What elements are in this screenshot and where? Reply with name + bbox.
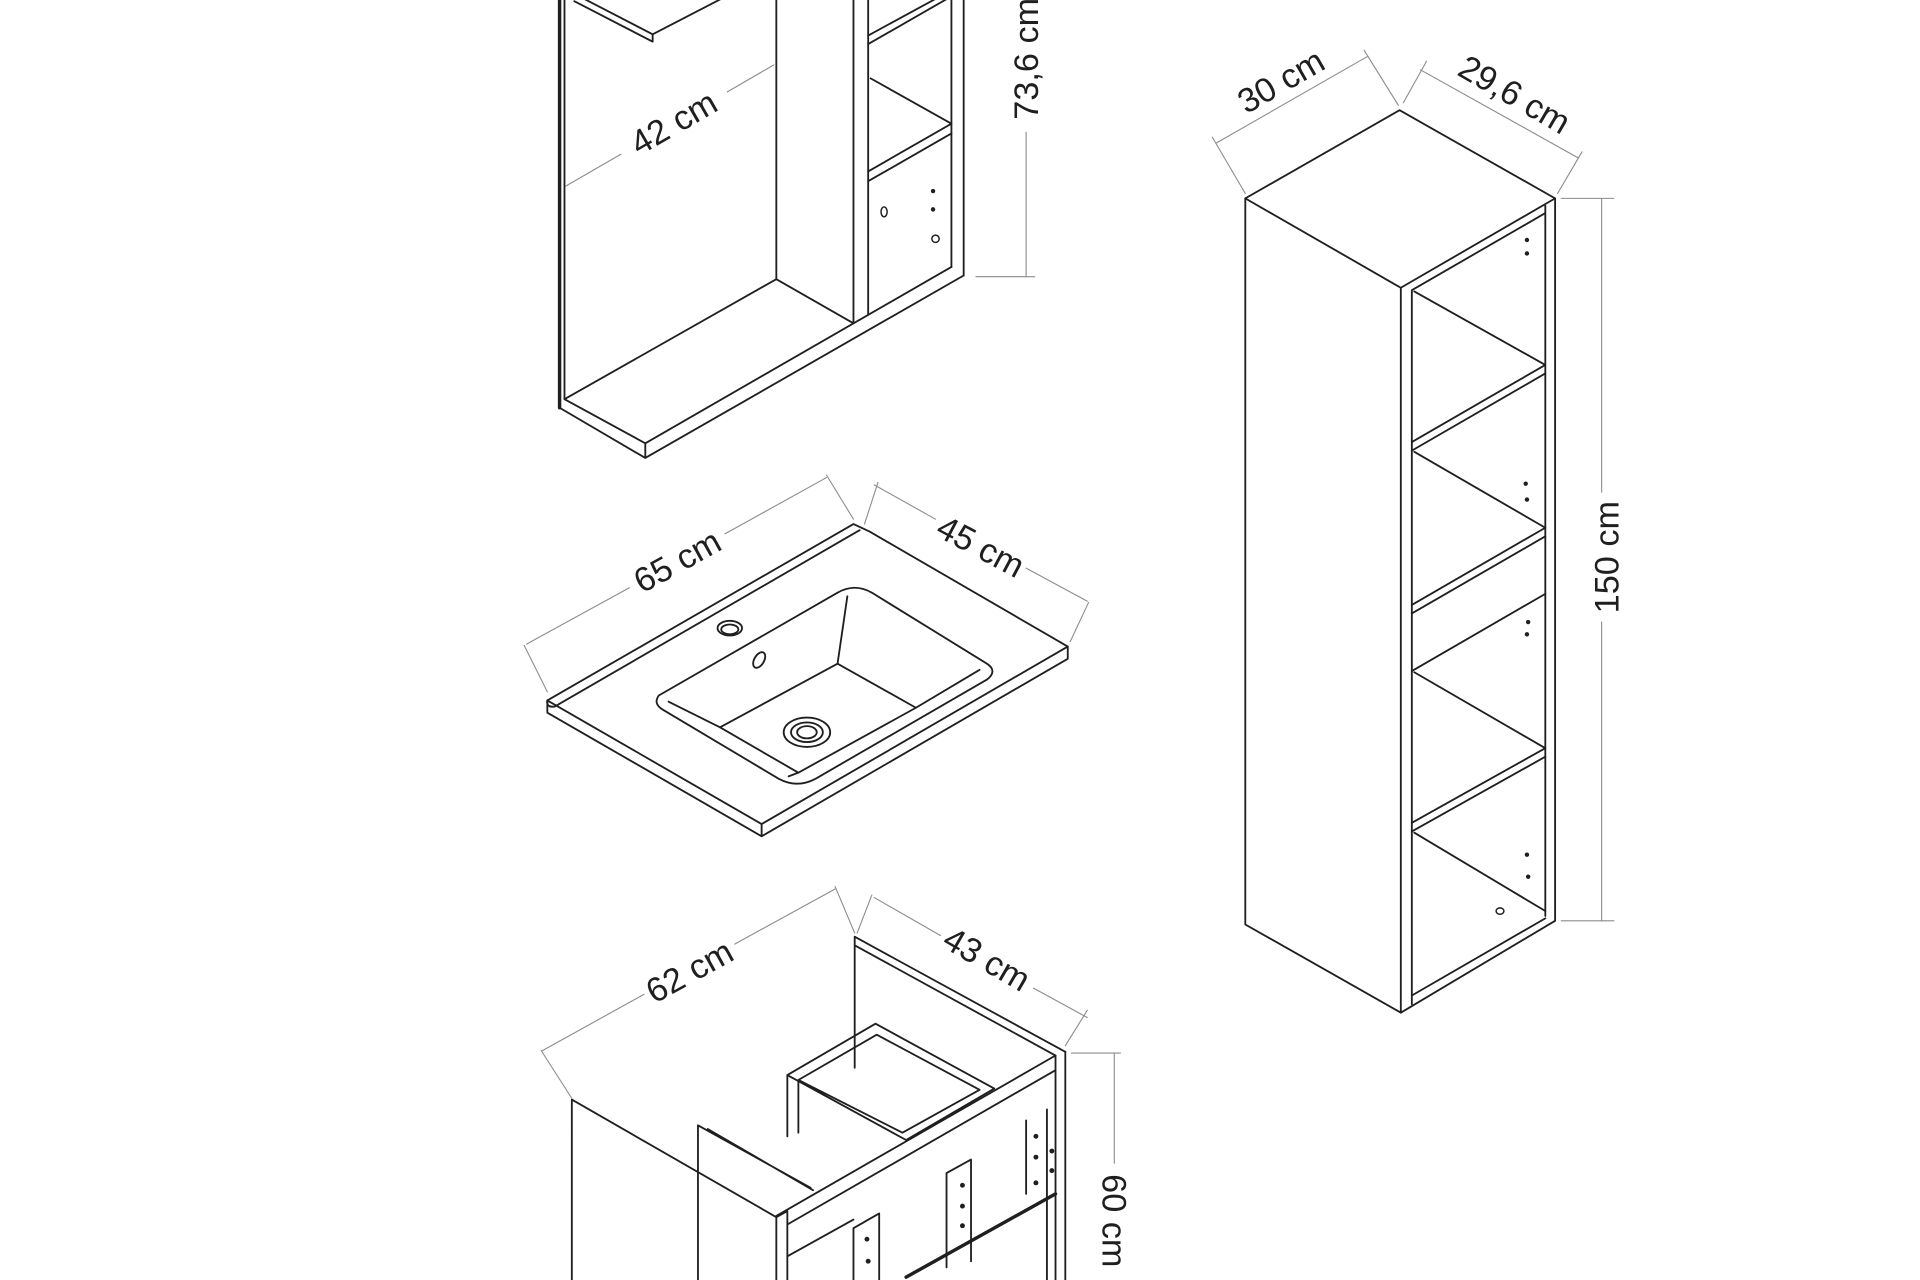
tall-cabinet-depth-label: 29,6 cm xyxy=(1452,48,1577,142)
vanity-support-post-right xyxy=(945,1158,972,1269)
pin-hole xyxy=(865,1258,871,1264)
tall-cabinet-height-label: 150 cm xyxy=(1589,501,1627,613)
tall-cabinet-height-dimension: 150 cm xyxy=(1560,197,1627,922)
mirror-cabinet-right-side xyxy=(950,0,965,277)
dimension-line xyxy=(541,888,836,1052)
dimension-line xyxy=(565,64,775,187)
pin-hole xyxy=(1049,1168,1055,1174)
vanity-drawer-front-edge xyxy=(904,1192,1058,1279)
sink-width-label: 65 cm xyxy=(628,522,728,600)
vanity-hinge-plate xyxy=(1025,1108,1048,1280)
vanity: 62 cm 43 cm 60 cm xyxy=(540,885,1132,1280)
vanity-front-rail xyxy=(775,1054,1057,1226)
mirror-cabinet-height-dimension: 73,6 cm xyxy=(975,0,1046,278)
mirror-cabinet-height-label: 73,6 cm xyxy=(1008,0,1046,120)
pin-hole xyxy=(864,1236,870,1242)
dimension-line xyxy=(1215,55,1369,144)
drain-middle-ring xyxy=(790,721,824,743)
dimension-line xyxy=(525,477,828,645)
pin-hole xyxy=(1524,251,1530,256)
extension-line xyxy=(1402,60,1583,195)
pin-hole xyxy=(1524,632,1530,637)
tall-cabinet-right-edge xyxy=(1399,197,1557,1014)
vanity-width-dimension: 62 cm xyxy=(540,885,856,1099)
sink-countertop-surface xyxy=(546,523,1069,826)
vanity-depth-dimension: 43 cm xyxy=(856,894,1088,1047)
tall-cabinet-width-label: 30 cm xyxy=(1231,42,1331,122)
mirror-cabinet-middle-shelf xyxy=(867,77,953,183)
pin-hole xyxy=(880,206,888,218)
extension-line xyxy=(523,474,855,693)
sink-basin-floor xyxy=(719,662,917,774)
pin-hole xyxy=(1495,907,1505,915)
vanity-left-side-panel xyxy=(570,1098,789,1280)
vanity-inner-side xyxy=(697,1124,814,1280)
tall-cabinet-width-dimension: 30 cm xyxy=(1211,42,1399,195)
pin-hole xyxy=(1033,1180,1039,1186)
faucet-hole xyxy=(716,619,743,637)
extension-line xyxy=(540,885,856,1099)
mirror-cabinet-pin-holes xyxy=(880,188,940,244)
vanity-height-dimension: 60 cm xyxy=(1070,1052,1132,1267)
dimension-line xyxy=(873,897,1088,1019)
pin-hole xyxy=(1524,237,1530,243)
tall-cabinet-depth-dimension: 29,6 cm xyxy=(1402,48,1583,195)
pin-hole xyxy=(1523,481,1528,486)
vanity-depth-label: 43 cm xyxy=(937,920,1037,1000)
faucet-hole-outer xyxy=(716,619,743,637)
tall-cabinet-side-panel xyxy=(1244,197,1402,1014)
pin-hole xyxy=(1524,852,1530,857)
pin-hole xyxy=(960,1203,965,1209)
pin-hole xyxy=(960,1182,965,1188)
dimension-line xyxy=(873,484,1088,602)
mirror-cabinet-divider xyxy=(852,0,870,325)
sink-depth-dimension: 45 cm xyxy=(863,481,1090,643)
dimension-tick xyxy=(1560,197,1615,922)
mirror-cabinet-width-dimension: 42 cm xyxy=(565,64,775,187)
vanity-width-label: 62 cm xyxy=(640,933,740,1011)
tall-cabinet: 30 cm 29,6 cm 150 cm xyxy=(1211,42,1627,1014)
mirror-cabinet-top-panel xyxy=(573,0,721,43)
sink-basin-rim xyxy=(655,586,994,785)
sink-width-dimension: 65 cm xyxy=(523,474,855,693)
mirror-cabinet-width-label: 42 cm xyxy=(624,84,724,164)
vanity-right-side-panel xyxy=(1054,1050,1067,1280)
pin-hole xyxy=(930,188,936,194)
tall-cabinet-shelves xyxy=(1410,290,1547,912)
extension-line xyxy=(863,481,1090,643)
vanity-height-label: 60 cm xyxy=(1094,1174,1132,1267)
pin-hole xyxy=(930,207,936,212)
vanity-upper-tray xyxy=(786,1022,996,1141)
tall-cabinet-top-face xyxy=(1244,109,1557,289)
drain-inner-ring xyxy=(796,725,818,740)
mirror-cabinet-upper-shelf xyxy=(867,0,947,46)
pin-hole xyxy=(1033,1154,1039,1160)
extension-line xyxy=(1211,49,1399,195)
vanity-back-panel xyxy=(853,935,1067,1069)
sink-drain xyxy=(782,716,832,748)
pin-hole xyxy=(960,1223,965,1229)
tall-cabinet-pin-holes xyxy=(1495,237,1531,915)
pin-hole xyxy=(931,234,940,244)
mirror-cabinet: 73,6 cm 42 cm xyxy=(557,0,1046,459)
vanity-support-post-left xyxy=(852,1212,881,1280)
drain-outer-ring xyxy=(782,716,832,748)
faucet-hole-inner xyxy=(720,623,740,636)
pin-hole xyxy=(1033,1133,1039,1139)
pin-hole xyxy=(1049,1148,1055,1154)
vanity-lower-rail xyxy=(786,1218,855,1258)
pin-hole xyxy=(1525,619,1531,625)
vanity-pin-holes xyxy=(864,1133,1055,1264)
mirror-cabinet-bottom-panel xyxy=(558,266,965,459)
sink-depth-label: 45 cm xyxy=(930,508,1030,585)
overflow-hole xyxy=(752,651,767,669)
sink: 65 cm 45 cm xyxy=(523,474,1090,838)
sink-countertop-thickness xyxy=(546,645,1069,838)
dimension-line xyxy=(1419,69,1579,159)
pin-hole xyxy=(1524,497,1530,502)
sink-basin-walls xyxy=(667,595,981,778)
pin-hole xyxy=(1525,874,1531,879)
tall-cabinet-front-frame xyxy=(1410,204,1547,1006)
